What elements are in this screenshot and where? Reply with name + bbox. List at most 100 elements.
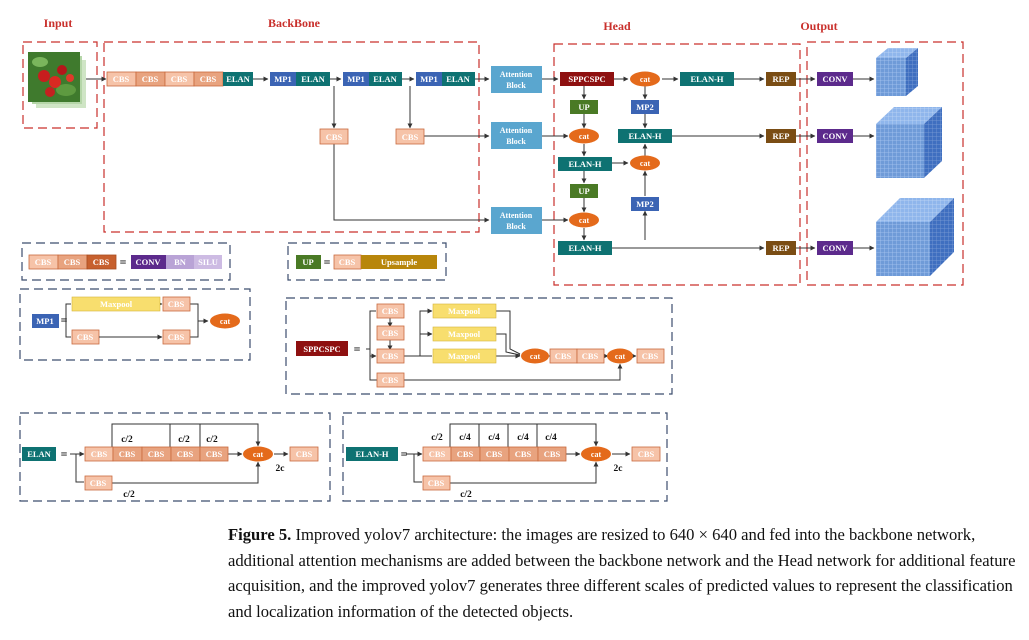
legend-elan-cat: cat bbox=[253, 450, 264, 459]
legend-spp-cbs-1: CBS bbox=[382, 306, 399, 316]
section-title-head: Head bbox=[603, 19, 631, 33]
legend-elanh-cbs-3: CBS bbox=[486, 449, 503, 459]
legend-silu: SILU bbox=[198, 257, 218, 267]
output-region bbox=[806, 41, 964, 286]
backbone-cbs-1: CBS bbox=[113, 74, 130, 84]
attention-block-1-line2: Block bbox=[506, 81, 526, 90]
legend-elanh: ELAN-H bbox=[355, 449, 388, 459]
head-elanh-4: ELAN-H bbox=[568, 243, 601, 253]
head-cat-4: cat bbox=[579, 216, 590, 225]
architecture-diagram: Input BackBone Head Output bbox=[19, 16, 964, 502]
legend-up-equals: = bbox=[324, 255, 331, 269]
output-conv-1: CONV bbox=[822, 74, 848, 84]
legend-elan-cbs-1: CBS bbox=[91, 449, 108, 459]
head-rep-3: REP bbox=[773, 243, 790, 253]
legend-elanh-equals: = bbox=[401, 447, 408, 461]
output-conv-2: CONV bbox=[822, 131, 848, 141]
backbone-branch-cbs-2: CBS bbox=[402, 132, 419, 142]
legend-spp-cat-2: cat bbox=[615, 352, 626, 361]
head-region bbox=[553, 43, 801, 286]
output-conv-3: CONV bbox=[822, 243, 848, 253]
legend-elan-cbs-3: CBS bbox=[148, 449, 165, 459]
legend-mp1: MP1 bbox=[36, 316, 53, 326]
input-region bbox=[22, 41, 98, 129]
head-mp2-1: MP2 bbox=[636, 102, 653, 112]
legend-elanh-cbs-6: CBS bbox=[428, 478, 445, 488]
legend-cbs-box bbox=[21, 242, 231, 281]
legend-elanh-c2-1: c/2 bbox=[431, 433, 443, 443]
legend-elanh-cbs-5: CBS bbox=[544, 449, 561, 459]
output-tensor-large bbox=[876, 198, 954, 276]
legend-elanh-box bbox=[342, 412, 668, 502]
backbone-cbs-4: CBS bbox=[200, 74, 217, 84]
legend-mp1-equals: = bbox=[61, 313, 68, 327]
legend-elanh-cbs-2: CBS bbox=[457, 449, 474, 459]
legend-cbs-2: CBS bbox=[64, 257, 81, 267]
legend-elanh-c4-2: c/4 bbox=[488, 433, 500, 443]
head-rep-1: REP bbox=[773, 74, 790, 84]
legend-elanh-cat: cat bbox=[591, 450, 602, 459]
output-tensor-small bbox=[876, 48, 918, 96]
legend-mp1-box bbox=[19, 288, 251, 361]
section-title-backbone: BackBone bbox=[268, 16, 321, 30]
head-rep-2: REP bbox=[773, 131, 790, 141]
legend-conv: CONV bbox=[135, 257, 161, 267]
backbone-region bbox=[103, 41, 480, 233]
section-title-output: Output bbox=[800, 19, 837, 33]
legend-spp-maxpool-2: Maxpool bbox=[448, 329, 481, 339]
legend-elan-c2-2: c/2 bbox=[178, 435, 190, 445]
head-up-1: UP bbox=[578, 102, 589, 112]
head-elanh-1: ELAN-H bbox=[690, 74, 723, 84]
legend-elan-box bbox=[19, 412, 331, 502]
backbone-elan-1: ELAN bbox=[226, 74, 250, 84]
legend-spp-cbs-4: CBS bbox=[382, 375, 399, 385]
head-cat-1: cat bbox=[640, 75, 651, 84]
legend-cbs-1: CBS bbox=[35, 257, 52, 267]
legend-bn: BN bbox=[174, 257, 187, 267]
backbone-branch-cbs-1: CBS bbox=[326, 132, 343, 142]
legend-elan-cbs-4: CBS bbox=[177, 449, 194, 459]
legend-elanh-2c: 2c bbox=[614, 464, 623, 474]
legend-sppcspc: SPPCSPC bbox=[303, 344, 340, 354]
attention-block-3-line1: Attention bbox=[500, 211, 533, 220]
legend-elan: ELAN bbox=[27, 449, 51, 459]
caption-text: Improved yolov7 architecture: the images… bbox=[228, 525, 1016, 621]
backbone-elan-4: ELAN bbox=[446, 74, 470, 84]
legend-spp-cbs-6: CBS bbox=[582, 351, 599, 361]
legend-elan-c2-3: c/2 bbox=[206, 435, 218, 445]
legend-elan-c2-4: c/2 bbox=[123, 490, 135, 500]
legend-spp-cbs-5: CBS bbox=[555, 351, 572, 361]
legend-sppcspc-equals: = bbox=[354, 342, 361, 356]
legend-mp1-cbs-3: CBS bbox=[168, 332, 185, 342]
backbone-mp1-2: MP1 bbox=[347, 74, 364, 84]
legend-mp1-cat: cat bbox=[220, 317, 231, 326]
head-cat-2: cat bbox=[579, 132, 590, 141]
legend-up: UP bbox=[302, 257, 313, 267]
section-title-input: Input bbox=[44, 16, 73, 30]
legend-spp-cbs-2: CBS bbox=[382, 328, 399, 338]
attention-block-1-line1: Attention bbox=[500, 70, 533, 79]
backbone-cbs-3: CBS bbox=[171, 74, 188, 84]
backbone-cbs-2: CBS bbox=[142, 74, 159, 84]
legend-up-box bbox=[287, 242, 447, 281]
legend-spp-maxpool-1: Maxpool bbox=[448, 306, 481, 316]
legend-elan-cbs-2: CBS bbox=[119, 449, 136, 459]
legend-up-cbs: CBS bbox=[339, 257, 356, 267]
head-elanh-2: ELAN-H bbox=[628, 131, 661, 141]
legend-sppcspc-box bbox=[285, 297, 673, 395]
legend-elanh-c4-1: c/4 bbox=[459, 433, 471, 443]
attention-block-3-line2: Block bbox=[506, 222, 526, 231]
legend-spp-maxpool-3: Maxpool bbox=[448, 351, 481, 361]
legend-elanh-c2-2: c/2 bbox=[460, 490, 472, 500]
legend-elanh-cbs-4: CBS bbox=[515, 449, 532, 459]
backbone-elan-2: ELAN bbox=[301, 74, 325, 84]
legend-mp1-cbs-2: CBS bbox=[77, 332, 94, 342]
legend-mp1-maxpool: Maxpool bbox=[100, 299, 133, 309]
legend-elan-equals: = bbox=[61, 447, 68, 461]
head-cat-3: cat bbox=[640, 159, 651, 168]
attention-block-2-line2: Block bbox=[506, 137, 526, 146]
legend-cbs-equals: = bbox=[120, 255, 127, 269]
head-mp2-2: MP2 bbox=[636, 199, 653, 209]
legend-elan-c2-1: c/2 bbox=[121, 435, 133, 445]
legend-elanh-cbs-1: CBS bbox=[429, 449, 446, 459]
